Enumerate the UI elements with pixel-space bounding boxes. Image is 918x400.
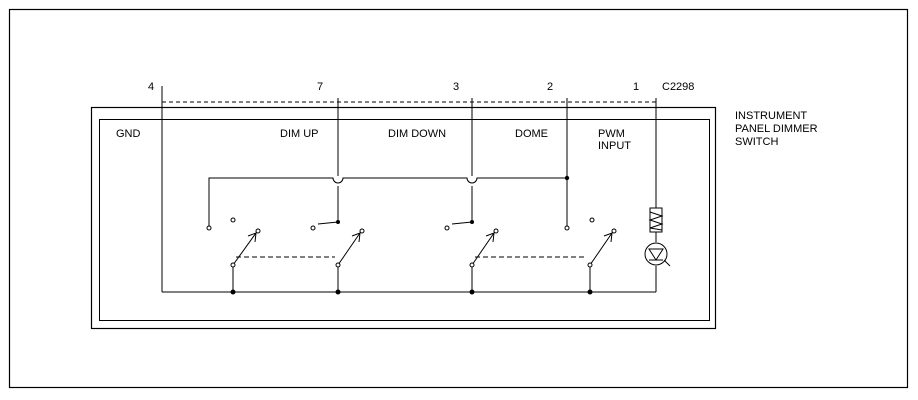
pin-label-4: 4: [148, 81, 154, 93]
switch-1-lever: [232, 232, 257, 266]
pin-label-3: 3: [453, 81, 459, 93]
circuit-label-dome: DOME: [515, 128, 548, 140]
switch-3-lever: [471, 232, 495, 266]
dome-link-wire: [208, 177, 567, 226]
led-circle: [644, 242, 668, 266]
pin-label-1: 1: [633, 81, 639, 93]
switch-4-lever: [589, 232, 613, 266]
circuit-label-pwm: PWM: [598, 128, 625, 140]
switch-3-arrow: [485, 232, 495, 243]
switch-2-lever: [337, 232, 361, 266]
switch-2-arrow: [351, 232, 361, 243]
outer-frame: [8, 8, 909, 389]
dim-up-contact-link: [317, 221, 339, 225]
contact-1c: [255, 228, 261, 234]
pivot-4: [587, 262, 593, 268]
contact-4c: [611, 228, 617, 234]
pin-label-2: 2: [547, 81, 553, 93]
splice-dome: [564, 175, 570, 181]
circuit-label-input: INPUT: [598, 140, 631, 152]
pin-label-7: 7: [317, 81, 323, 93]
contact-1b: [230, 217, 236, 223]
splice-gnd-2: [335, 289, 341, 295]
splice-gnd-3: [469, 289, 475, 295]
contact-2c: [359, 228, 365, 234]
contact-3c: [493, 228, 499, 234]
component-label-line-3: SWITCH: [735, 136, 778, 148]
resistor-zigzag: [648, 211, 664, 231]
led-ray: [663, 259, 671, 267]
contact-3a: [444, 225, 450, 231]
circuit-label-dim-down: DIM DOWN: [388, 128, 446, 140]
lever-arrows: [247, 232, 613, 243]
circuit-label-gnd: GND: [116, 128, 141, 140]
component-label-line-1: INSTRUMENT: [735, 110, 807, 122]
contact-2a: [310, 225, 316, 231]
switch-1-arrow: [247, 232, 257, 243]
contact-1a: [206, 225, 212, 231]
splices: [230, 175, 593, 295]
component-label-line-2: PANEL DIMMER: [735, 123, 818, 135]
splice-gnd-4: [587, 289, 593, 295]
pivot-1: [230, 262, 236, 268]
dim-down-contact-link: [451, 221, 473, 225]
connector-id: C2298: [662, 81, 694, 93]
contacts: [206, 217, 617, 268]
contact-4b: [589, 217, 595, 223]
circuit-label-dim-up: DIM UP: [280, 128, 319, 140]
splice-dim-down: [470, 220, 474, 224]
component-inner-box: [99, 119, 710, 321]
component-outer-box: [90, 106, 717, 330]
splice-gnd-1: [230, 289, 236, 295]
wiring: [161, 86, 671, 293]
pivot-2: [335, 262, 341, 268]
pivot-3: [469, 262, 475, 268]
switch-4-arrow: [603, 232, 613, 243]
splice-dim-up: [336, 220, 340, 224]
led-triangle: [648, 248, 664, 261]
contact-4a: [564, 225, 570, 231]
